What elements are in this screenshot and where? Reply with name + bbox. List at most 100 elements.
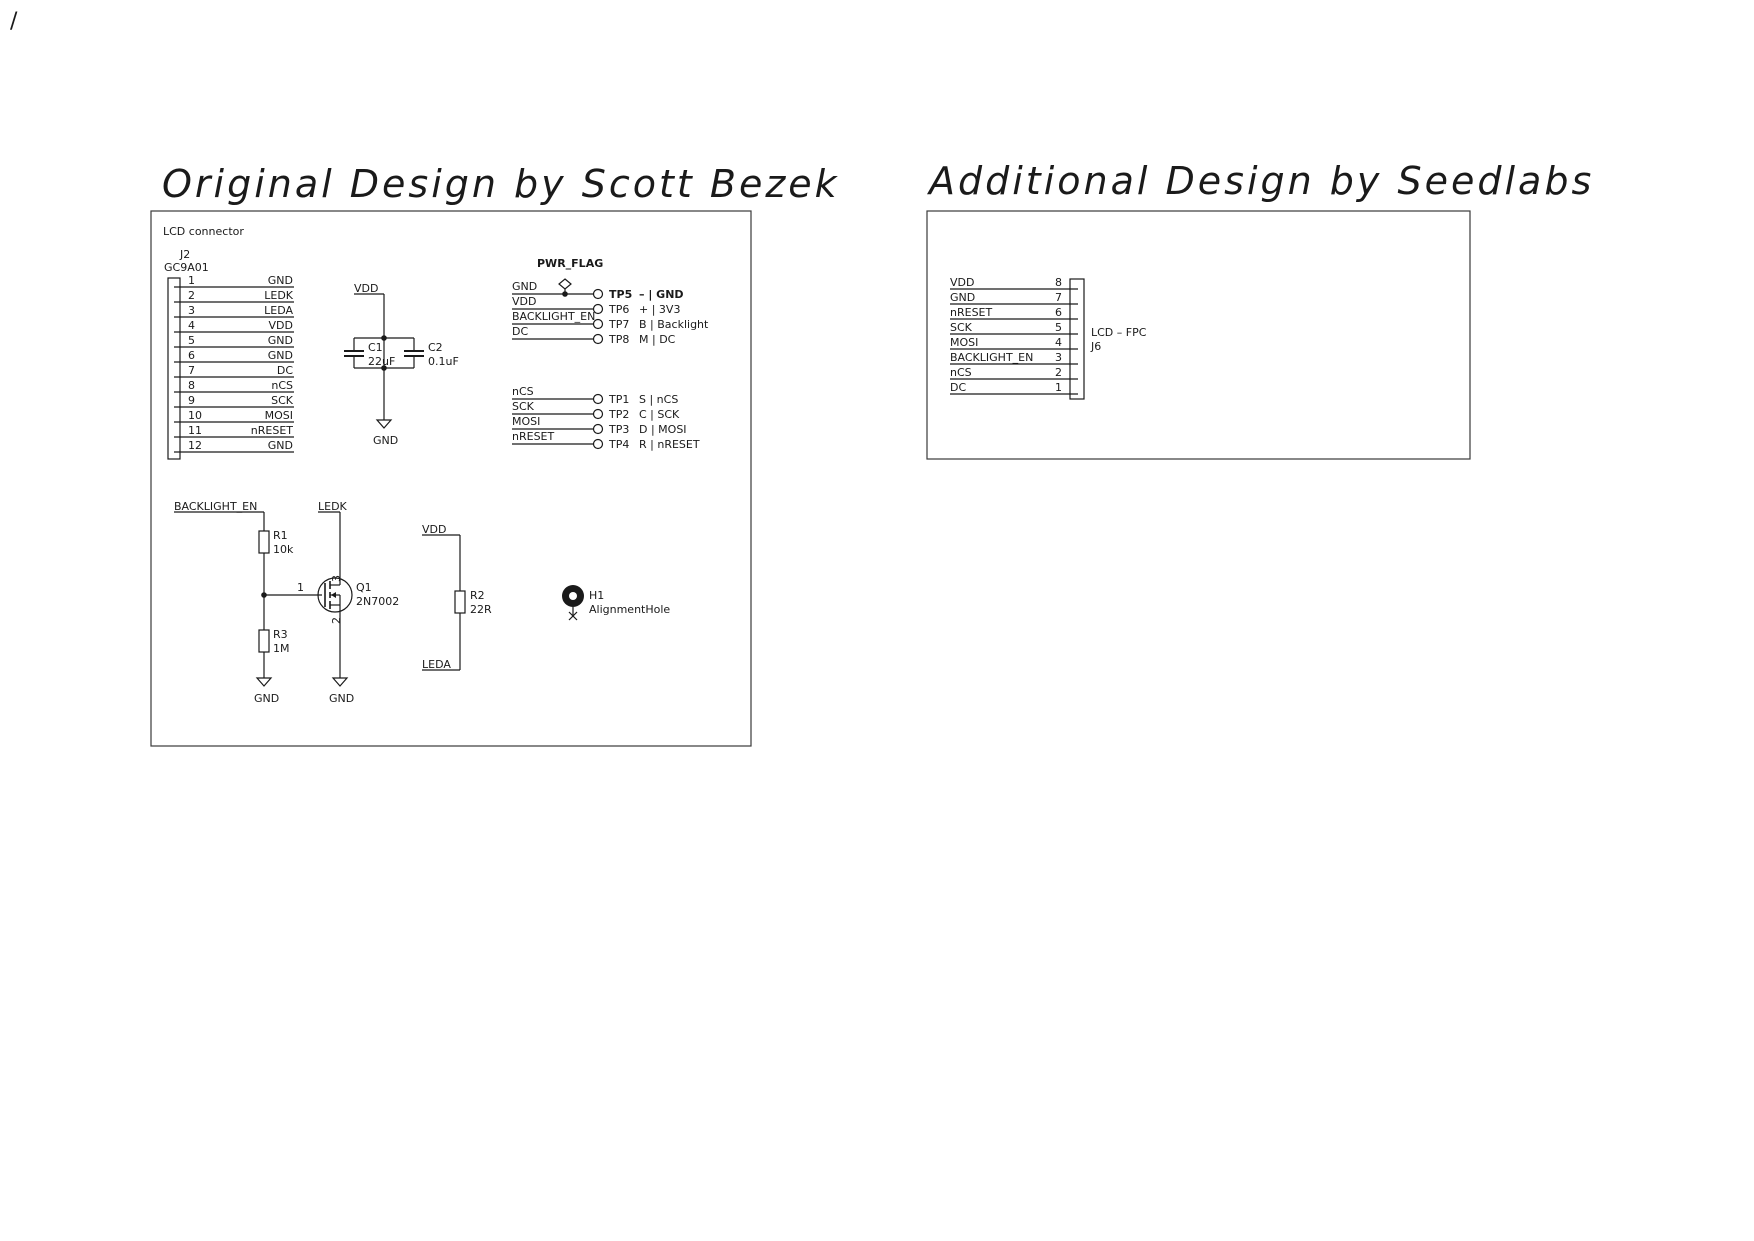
tp-bottom-testpoint-symbol (592, 423, 604, 435)
j2-pin-name: nRESET (251, 424, 293, 437)
r1-ref: R1 (273, 529, 288, 542)
c1-value: 22uF (368, 355, 395, 368)
c2-ref: C2 (428, 341, 443, 354)
tp-top-net-label: DC (512, 325, 528, 338)
j6-pin-number: 5 (1055, 321, 1062, 334)
j2-pin-number: 4 (188, 319, 195, 332)
led-resistor: VDD R2 22R LEDA (422, 523, 492, 671)
j6-pin-name: DC (950, 381, 966, 394)
tp-top-testpoint-ref: TP7 (608, 318, 629, 331)
j6-pin-number: 4 (1055, 336, 1062, 349)
j2-value: GC9A01 (164, 261, 209, 274)
r2-vdd-label: VDD (422, 523, 446, 536)
j2-pin-number: 10 (188, 409, 202, 422)
backlight-driver: BACKLIGHT_EN R1 10k 1 R3 1M GND LEDK (174, 500, 399, 705)
tp-top-testpoint-symbol (592, 333, 604, 345)
tp-bottom-testpoint-symbol (592, 393, 604, 405)
tp-bottom-testpoint-ref: TP3 (608, 423, 629, 436)
tp-bottom-testpoint-ref: TP1 (608, 393, 629, 406)
lcd-connector-label: LCD connector (163, 225, 244, 238)
h1-ref: H1 (589, 589, 604, 602)
r3-gnd-symbol (255, 677, 273, 687)
j2-pin-number: 11 (188, 424, 202, 437)
j2-pin-number: 7 (188, 364, 195, 377)
j2-pin-name: GND (268, 349, 293, 362)
tp-bottom-testpoint-label: D | MOSI (639, 423, 687, 436)
tp-bottom-testpoint-ref: TP4 (608, 438, 629, 451)
j6-pin-number: 1 (1055, 381, 1062, 394)
j2-pin-name: SCK (271, 394, 294, 407)
j6-pin-name: MOSI (950, 336, 978, 349)
r1-value: 10k (273, 543, 294, 556)
original-design-frame (150, 210, 752, 747)
tp-top-testpoint-ref: TP8 (608, 333, 629, 346)
j2-pin-number: 12 (188, 439, 202, 452)
decoupling-capacitors: VDD C1 22uF C2 0.1uF GND (344, 282, 459, 447)
tp-top-testpoint-label: B | Backlight (639, 318, 709, 331)
tp-top-testpoint-label: – | GND (639, 288, 684, 301)
q1-ref: Q1 (356, 581, 372, 594)
j2-body (167, 277, 181, 460)
additional-design-title: Additional Design by Seedlabs (926, 159, 1594, 203)
r2-value: 22R (470, 603, 492, 616)
pwr-flag-label: PWR_FLAG (537, 257, 603, 270)
j6-pin-name: nRESET (950, 306, 992, 319)
j6-pin-number: 8 (1055, 276, 1062, 289)
j6-ref: J6 (1090, 340, 1101, 353)
j2-pin-number: 2 (188, 289, 195, 302)
additional-design-frame (926, 210, 1471, 460)
j6-pin-name: SCK (950, 321, 973, 334)
tp-bottom-testpoint-label: C | SCK (639, 408, 680, 421)
tp-top-testpoint-ref: TP6 (608, 303, 629, 316)
j6-pin-name: GND (950, 291, 975, 304)
j6-pin-number: 2 (1055, 366, 1062, 379)
j2-pin-name: nCS (271, 379, 293, 392)
j2-pin-number: 9 (188, 394, 195, 407)
q1-mosfet-body (317, 577, 353, 613)
j2-pin-number: 6 (188, 349, 195, 362)
j2-pin-name: GND (268, 334, 293, 347)
caps-gnd-symbol (375, 419, 393, 429)
gnd-right-label: GND (329, 692, 354, 705)
r3-ref: R3 (273, 628, 288, 641)
j2-pin-name: VDD (269, 319, 293, 332)
r2-ref: R2 (470, 589, 485, 602)
leda-label: LEDA (422, 658, 451, 671)
tp-bottom-net-label: nRESET (512, 430, 554, 443)
tp-top-testpoint-label: + | 3V3 (639, 303, 680, 316)
j6-pin-number: 6 (1055, 306, 1062, 319)
q1-source-pin: 2 (330, 617, 343, 624)
q1-gnd-symbol (331, 677, 349, 687)
tp-top-testpoint-symbol (592, 318, 604, 330)
tp-top-testpoint-label: M | DC (639, 333, 676, 346)
j2-pin-name: LEDK (264, 289, 294, 302)
j2-pin-number: 3 (188, 304, 195, 317)
original-design-block: Original Design by Scott Bezek LCD conne… (150, 162, 840, 747)
tp-bottom-net-label: SCK (512, 400, 535, 413)
tp-top-testpoint-symbol (592, 288, 604, 300)
caps-vdd-label: VDD (354, 282, 378, 295)
j6-pin-name: BACKLIGHT_EN (950, 351, 1033, 364)
r1-resistor (258, 530, 270, 554)
r2-resistor (454, 590, 466, 614)
j2-ref: J2 (179, 248, 190, 261)
j2-pin-name: MOSI (265, 409, 293, 422)
tp-top-net-label: GND (512, 280, 537, 293)
power-flag: PWR_FLAG (537, 257, 603, 297)
r3-resistor (258, 629, 270, 653)
c1-ref: C1 (368, 341, 383, 354)
tp-bottom-testpoint-ref: TP2 (608, 408, 629, 421)
original-design-title: Original Design by Scott Bezek (162, 162, 840, 206)
j6-pin-name: VDD (950, 276, 974, 289)
tp-bottom-net-label: MOSI (512, 415, 540, 428)
j2-pin-number: 1 (188, 274, 195, 287)
tp-bottom-testpoint-label: R | nRESET (639, 438, 700, 451)
j2-pin-number: 5 (188, 334, 195, 347)
